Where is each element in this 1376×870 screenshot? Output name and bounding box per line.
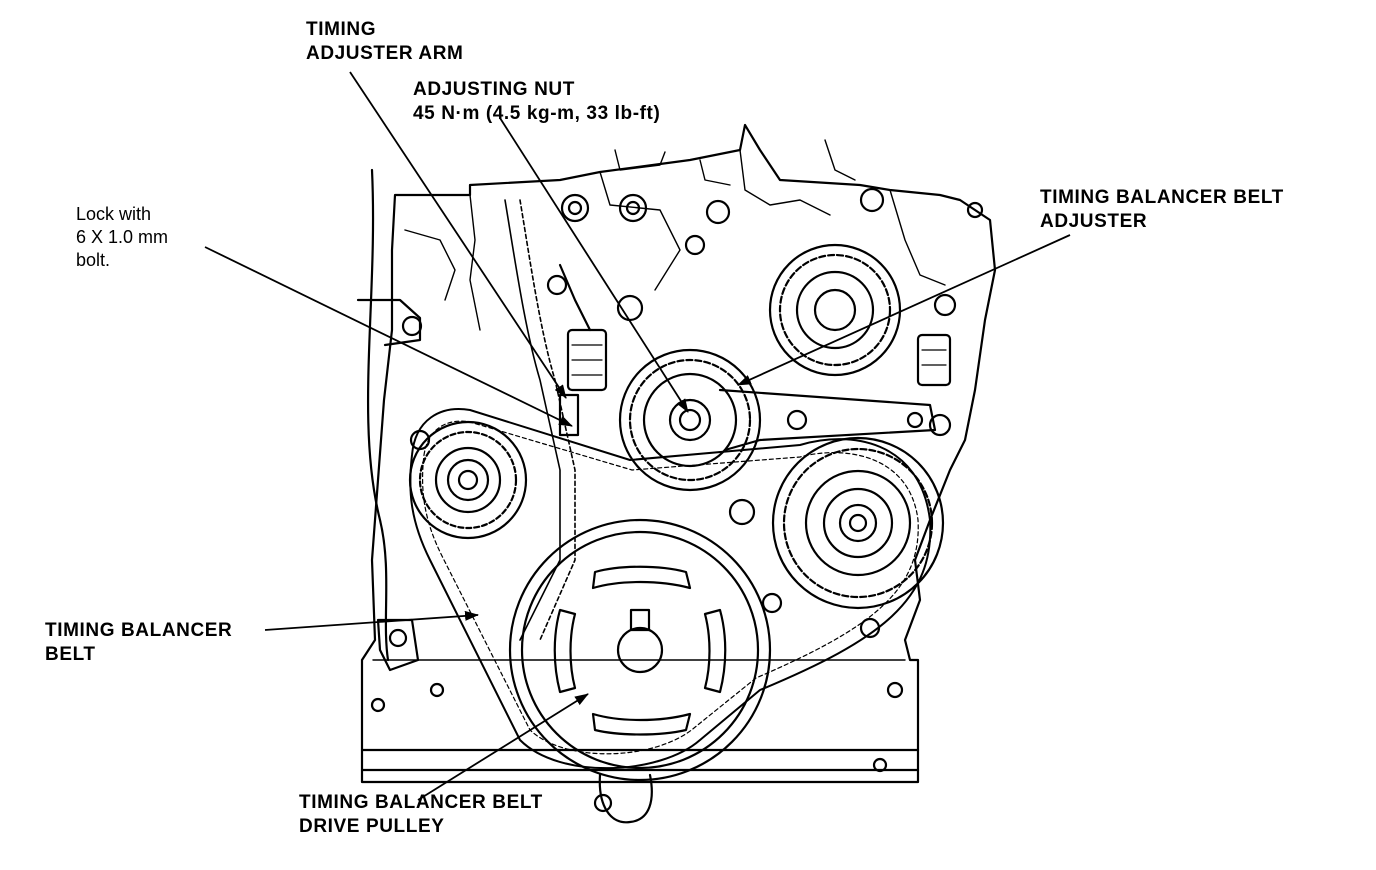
label-timing-adjuster-arm: TIMING ADJUSTER ARM	[306, 18, 463, 66]
label-torque-spec: 45 N·m (4.5 kg-m, 33 lb-ft)	[413, 103, 661, 124]
label-drive-pulley: TIMING BALANCER BELT DRIVE PULLEY	[299, 791, 543, 839]
label-text: 6 X 1.0 mm	[76, 227, 169, 247]
belt-adjuster-right	[916, 293, 957, 437]
bolts	[370, 187, 984, 773]
label-text: ADJUSTER ARM	[306, 43, 464, 64]
leader-drive-pulley	[417, 693, 589, 801]
timing-balancer-belt	[409, 408, 932, 770]
label-text: TIMING BALANCER BELT	[299, 792, 543, 813]
left-lower-bracket	[376, 618, 420, 672]
label-timing-balancer-belt-adjuster: TIMING BALANCER BELT ADJUSTER	[1040, 186, 1284, 234]
leader-belt-adjuster	[737, 234, 1071, 386]
label-text: TIMING BALANCER	[45, 620, 233, 641]
label-text: ADJUSTING NUT	[413, 79, 575, 100]
tensioner-spring	[546, 263, 608, 437]
leader-adjusting-nut	[499, 117, 689, 413]
leader-lock-bolt	[204, 246, 573, 427]
timing-adjuster-arm	[718, 388, 937, 452]
lower-right-balancer-pulley	[771, 436, 945, 610]
label-text: BELT	[45, 644, 96, 665]
label-text: bolt.	[76, 250, 111, 270]
left-belt-cover-edge	[356, 168, 423, 662]
label-timing-balancer-belt: TIMING BALANCER BELT	[45, 619, 232, 667]
leader-balancer-belt	[264, 610, 479, 631]
left-idler-pulley	[408, 420, 528, 540]
leader-adjuster-arm	[349, 71, 567, 399]
drive-pulley	[508, 518, 772, 824]
engine-block-outline	[360, 123, 997, 784]
label-text: DRIVE PULLEY	[299, 816, 445, 837]
label-adjusting-nut: ADJUSTING NUT 45 N·m (4.5 kg-m, 33 lb-ft…	[413, 78, 660, 126]
label-text: ADJUSTER	[1040, 211, 1148, 232]
label-text: Lock with	[76, 204, 152, 224]
label-text: TIMING BALANCER BELT	[1040, 187, 1284, 208]
label-text: TIMING	[306, 19, 377, 40]
timing-belt-inner	[504, 199, 576, 641]
label-lock-bolt: Lock with 6 X 1.0 mm bolt.	[76, 203, 168, 272]
center-adjuster-pulley	[618, 348, 762, 492]
upper-right-balancer-pulley	[768, 243, 902, 377]
